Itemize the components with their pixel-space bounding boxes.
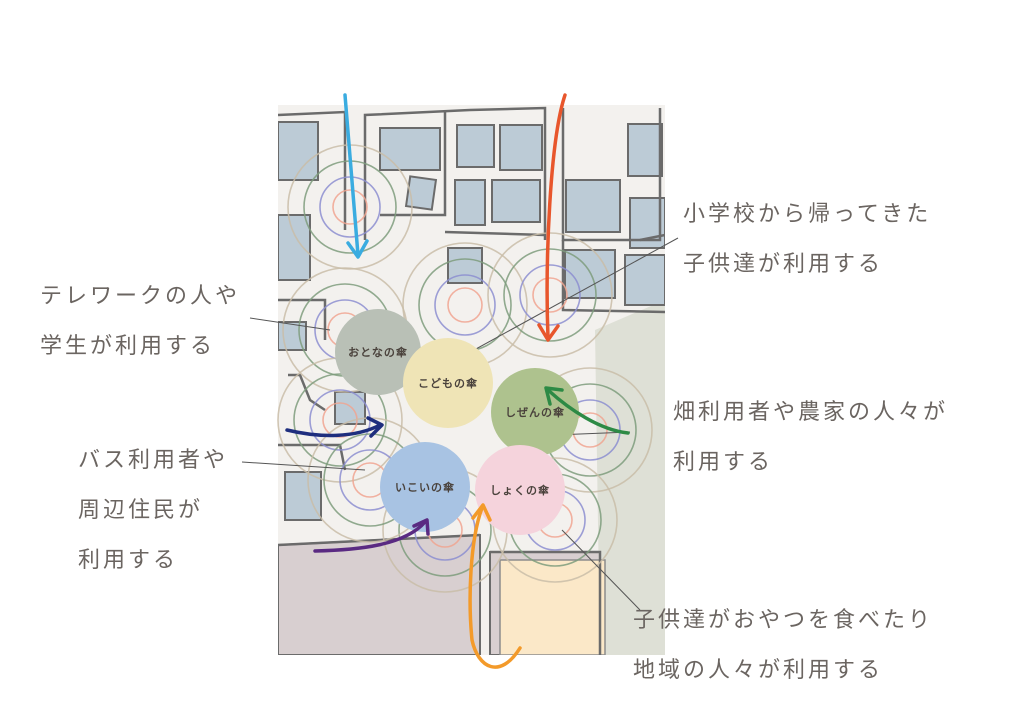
arrow-bottom-left-head <box>412 518 430 536</box>
callout-shoku-line-2: 地域の人々が利用する <box>633 658 884 683</box>
ring <box>447 287 483 323</box>
umbrella-otona-label: おとなの傘 <box>348 345 408 359</box>
callout-shizen-line-2: 利用する <box>673 450 774 475</box>
callout-kodomo: 小学校から帰ってきた 子供達が利用する <box>683 190 931 290</box>
lot-bottom-left <box>278 533 481 655</box>
callout-ikoi-line-3: 利用する <box>78 548 179 573</box>
umbrella-shizen: しぜんの傘 <box>491 368 579 456</box>
callout-ikoi-line-2: 周辺住民が <box>78 498 204 523</box>
umbrella-shoku-circle <box>475 445 565 535</box>
arrow-top-left-head <box>346 239 369 259</box>
umbrella-kodomo-label: こどもの傘 <box>418 376 478 390</box>
buildings <box>278 121 665 521</box>
callout-kodomo-line-2: 子供達が利用する <box>683 252 884 277</box>
callout-otona-line-2: 学生が利用する <box>40 334 216 359</box>
ring <box>532 277 568 313</box>
ring <box>332 189 368 225</box>
umbrella-ikoi-label: いこいの傘 <box>395 480 455 494</box>
umbrella-kodomo: こどもの傘 <box>403 338 493 428</box>
arrow-bottom-left <box>313 520 427 553</box>
umbrella-shizen-label: しぜんの傘 <box>505 405 565 419</box>
callout-kodomo-line-1: 小学校から帰ってきた <box>683 202 932 227</box>
callout-ikoi-line-1: バス利用者や <box>78 448 229 473</box>
umbrella-shoku: しょくの傘 <box>475 445 565 535</box>
ring <box>519 264 581 326</box>
arrow-top-right <box>545 93 567 340</box>
callout-shoku-line-1: 子供達がおやつを食べたり <box>633 608 934 633</box>
umbrella-ikoi-circle <box>380 442 470 532</box>
callout-shoku: 子供達がおやつを食べたり 地域の人々が利用する <box>633 596 933 696</box>
callout-otona-line-1: テレワークの人や <box>40 284 241 309</box>
ring <box>434 274 496 336</box>
arrow-left <box>285 423 382 438</box>
callout-shizen-line-1: 畑利用者や農家の人々が <box>673 400 949 425</box>
umbrella-kodomo-circle <box>403 338 493 428</box>
flow-arrows <box>285 93 630 669</box>
umbrella-otona-circle <box>335 309 421 395</box>
umbrella-shoku-label: しょくの傘 <box>490 483 550 497</box>
callout-otona: テレワークの人や 学生が利用する <box>40 272 240 372</box>
arrow-bottom <box>468 506 522 669</box>
beige-building <box>499 559 606 655</box>
ring <box>503 248 597 342</box>
arrow-top-left <box>343 93 360 257</box>
arrow-top-right-head <box>537 323 560 342</box>
umbrella-ikoi: いこいの傘 <box>380 442 470 532</box>
arrow-bottom-head <box>471 503 492 522</box>
umbrella-otona: おとなの傘 <box>335 309 421 395</box>
arrow-right-head <box>544 386 564 406</box>
callout-ikoi: バス利用者や 周辺住民が 利用する <box>78 436 228 586</box>
arrow-right <box>546 388 630 435</box>
callout-shizen: 畑利用者や農家の人々が 利用する <box>673 388 948 488</box>
arrow-left-head <box>366 416 384 438</box>
